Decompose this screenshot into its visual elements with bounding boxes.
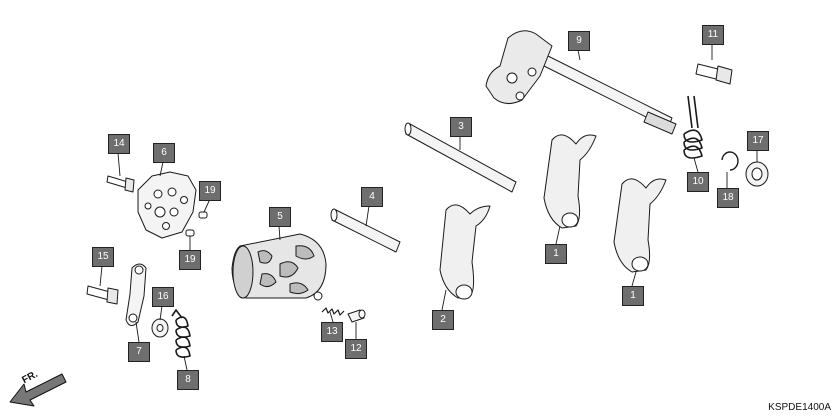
part-bolt-11 — [695, 63, 733, 85]
part-shift-fork-1b — [613, 178, 667, 273]
callout-19b: 19 — [179, 250, 201, 270]
part-pin-12 — [347, 309, 366, 323]
part-shaft-4 — [330, 208, 401, 253]
callout-9: 9 — [568, 31, 590, 51]
part-spring-10 — [683, 95, 703, 159]
callout-12: 12 — [345, 339, 367, 359]
part-bolt-14 — [106, 175, 135, 193]
part-shift-fork-1a — [543, 134, 597, 229]
part-circlip-18 — [721, 151, 739, 171]
part-shift-drum — [231, 233, 327, 301]
part-drum-stopper-plate — [137, 171, 197, 239]
callout-5: 5 — [269, 207, 291, 227]
callout-3: 3 — [450, 117, 472, 137]
callout-15: 15 — [92, 247, 114, 267]
callout-7: 7 — [128, 342, 150, 362]
callout-1b: 1 — [622, 286, 644, 306]
part-stopper-arm — [125, 263, 147, 326]
callout-4: 4 — [361, 187, 383, 207]
callout-10: 10 — [687, 172, 709, 192]
callout-19a: 19 — [199, 181, 221, 201]
diagram-code: KSPDE1400A — [768, 402, 831, 413]
front-direction-arrow — [9, 373, 67, 407]
callout-14: 14 — [108, 134, 130, 154]
callout-18: 18 — [717, 188, 739, 208]
callout-8: 8 — [177, 370, 199, 390]
callout-13: 13 — [321, 322, 343, 342]
part-bolt-15 — [86, 285, 119, 305]
part-pin-19a — [198, 211, 208, 219]
callout-17: 17 — [747, 131, 769, 151]
part-gearshift-spindle-9 — [485, 30, 677, 135]
callout-2: 2 — [432, 310, 454, 330]
callout-11: 11 — [702, 25, 724, 45]
part-shift-fork-2 — [439, 204, 491, 300]
callout-6: 6 — [153, 143, 175, 163]
part-shaft-3 — [404, 122, 517, 193]
part-return-spring-8 — [171, 309, 191, 358]
leader-lines — [99, 45, 758, 371]
callout-16: 16 — [152, 287, 174, 307]
callout-1a: 1 — [545, 244, 567, 264]
part-spring-13 — [321, 307, 345, 316]
part-pin-19b — [185, 229, 195, 237]
